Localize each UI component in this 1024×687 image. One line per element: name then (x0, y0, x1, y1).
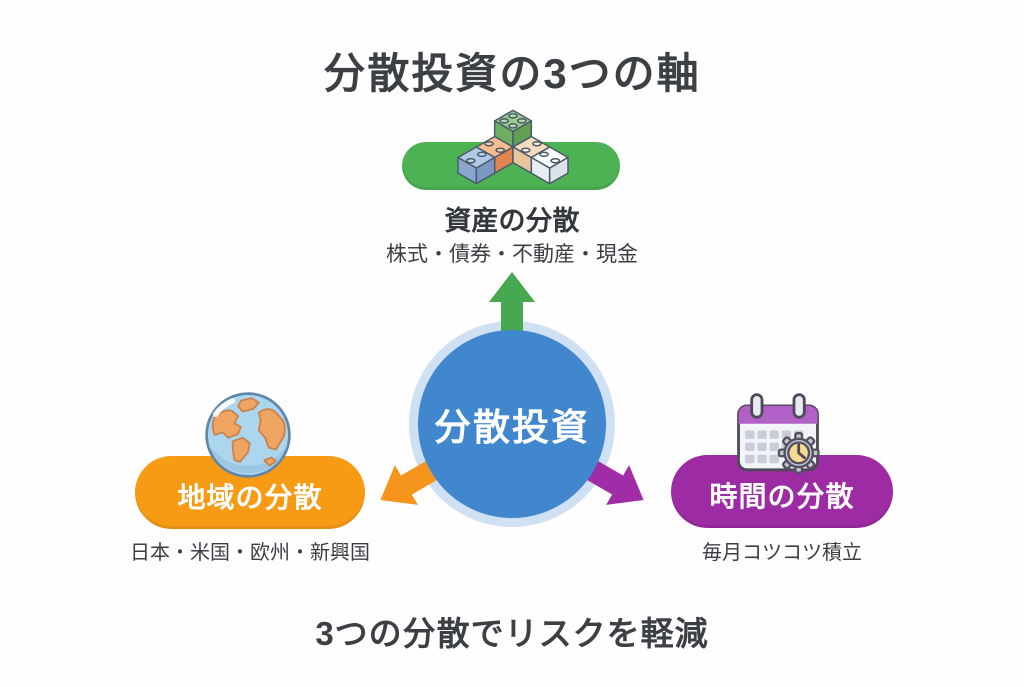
page-title: 分散投資の3つの軸 (323, 50, 701, 97)
asset-label: 資産の分散 (444, 206, 580, 236)
time-pill: 時間の分散 (671, 455, 893, 528)
time-label: 時間の分散 (709, 480, 855, 512)
hub-circle: 分散投資 (418, 330, 606, 518)
hub-label: 分散投資 (434, 407, 590, 448)
building-blocks-icon (457, 109, 569, 185)
time-sublabel: 毎月コツコツ積立 (702, 542, 862, 564)
region-pill: 地域の分散 (135, 456, 365, 529)
globe-icon (205, 392, 291, 478)
footer-title: 3つの分散でリスクを軽減 (315, 615, 709, 652)
region-sublabel: 日本・米国・欧州・新興国 (130, 542, 370, 564)
region-label: 地域の分散 (177, 481, 323, 513)
asset-sublabel: 株式・債券・不動産・現金 (386, 243, 638, 266)
calendar-gear-icon (737, 393, 820, 474)
